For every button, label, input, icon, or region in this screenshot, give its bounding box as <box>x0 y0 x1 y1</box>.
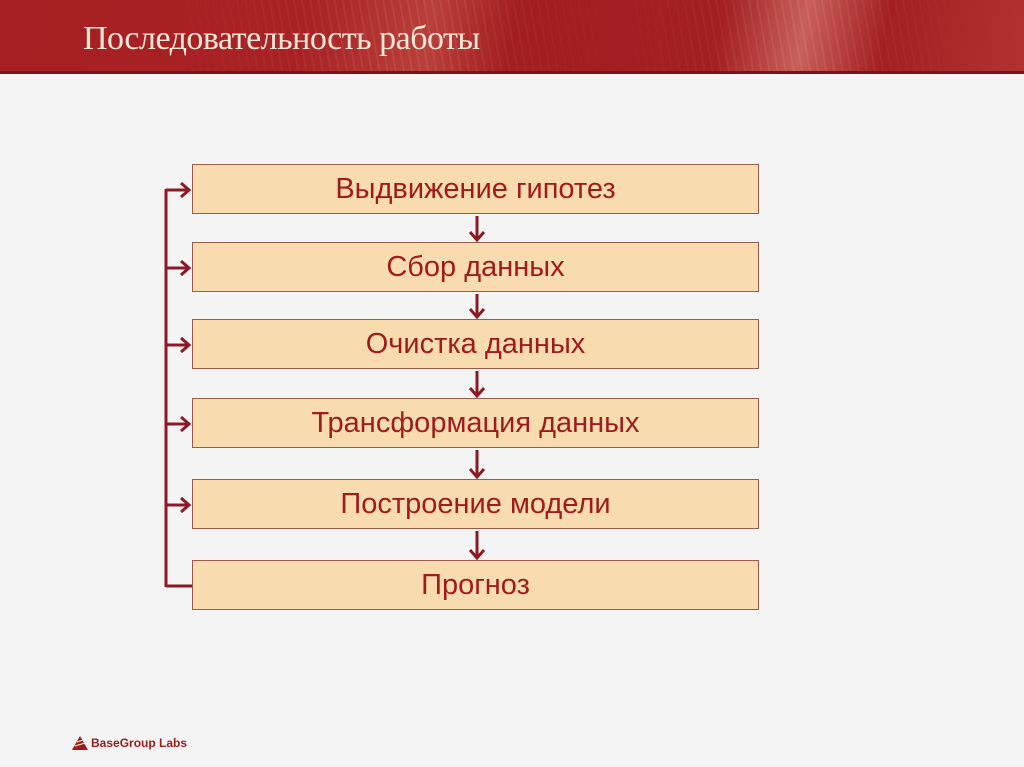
step-label: Очистка данных <box>365 327 586 360</box>
step-box-data-cleaning: Очистка данных <box>192 319 759 369</box>
step-label: Выдвижение гипотез <box>335 172 616 205</box>
step-label: Прогноз <box>421 568 530 601</box>
step-box-forecast: Прогноз <box>192 560 759 610</box>
logo-text: BaseGroup Labs <box>91 736 188 750</box>
step-box-data-collection: Сбор данных <box>192 242 759 292</box>
logo-triangle-icon <box>72 736 88 750</box>
step-box-hypotheses: Выдвижение гипотез <box>192 164 759 214</box>
step-label: Трансформация данных <box>311 406 640 439</box>
step-label: Сбор данных <box>386 250 565 283</box>
footer-logo: BaseGroup Labs <box>72 736 187 750</box>
step-box-model-building: Построение модели <box>192 479 759 529</box>
header-decoration <box>0 0 1024 74</box>
slide-title: Последовательность работы <box>83 20 480 57</box>
step-label: Построение модели <box>340 487 611 520</box>
slide-header <box>0 0 1024 74</box>
step-box-data-transformation: Трансформация данных <box>192 398 759 448</box>
